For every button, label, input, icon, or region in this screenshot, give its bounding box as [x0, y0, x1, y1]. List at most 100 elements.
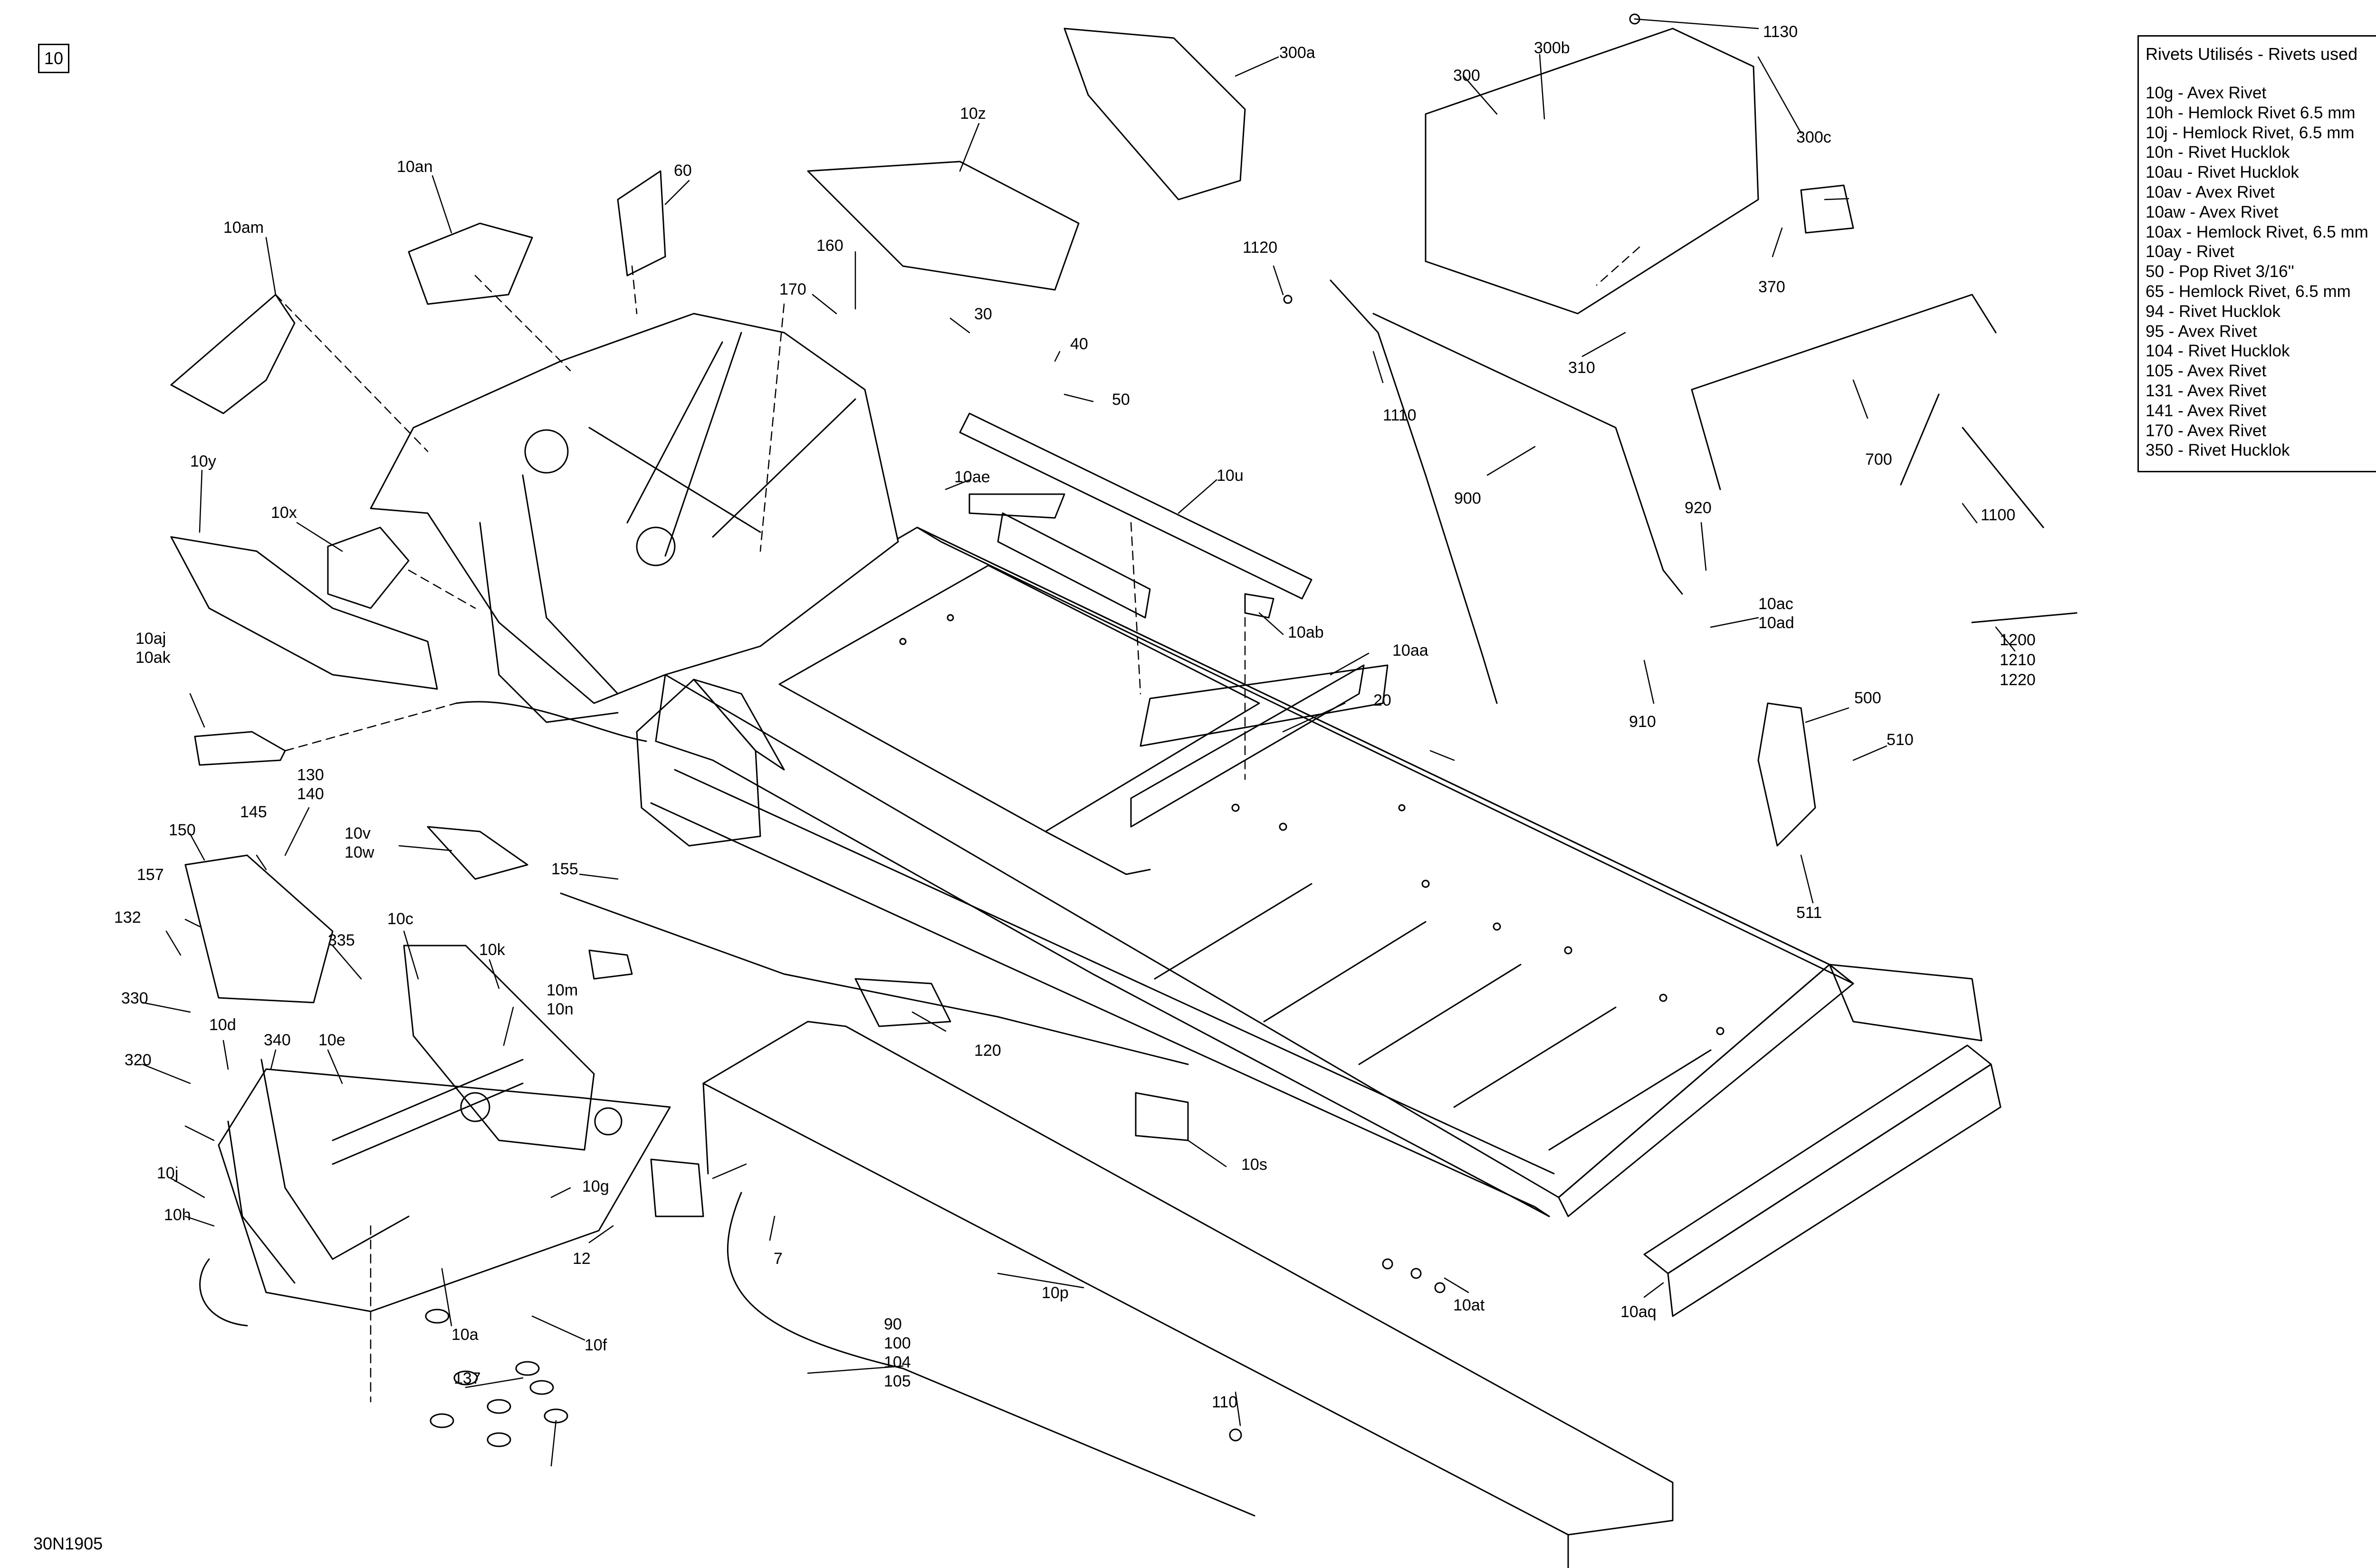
callout-label: 145	[240, 803, 267, 821]
callout-label: 120	[974, 1042, 1001, 1060]
drawing-code: 30N1905	[33, 1534, 103, 1553]
callout-label: 1100	[1981, 506, 2015, 524]
callout-label: 10an	[397, 158, 433, 176]
legend-item: 10au - Rivet Hucklok	[2146, 163, 2299, 182]
callout-label: 10n	[546, 1000, 574, 1018]
legend-item: 170 - Avex Rivet	[2146, 421, 2267, 440]
callout-label: 1130	[1763, 23, 1798, 41]
callout-label: 12	[573, 1250, 591, 1268]
legend-item: 10ay - Rivet	[2146, 242, 2234, 261]
callout-label: 130	[297, 766, 324, 784]
bracket-300a	[1063, 28, 1246, 201]
callout-label: 10c	[387, 910, 413, 928]
callout-label: 10v	[345, 824, 371, 842]
callout-label: 10z	[960, 105, 986, 123]
bracket-10y	[170, 536, 438, 690]
callout-label: 30	[974, 305, 992, 323]
callout-label: 920	[1685, 499, 1712, 517]
callout-label: 10m	[546, 981, 578, 999]
page-number-box: 10	[38, 44, 69, 73]
callout-label: 10aj	[135, 630, 166, 648]
rivets-legend: Rivets Utilisés - Rivets used 10g - Avex…	[2137, 35, 2376, 472]
callout-label: 137	[454, 1369, 481, 1387]
callout-label: 140	[297, 785, 324, 803]
callout-label: 10y	[190, 452, 216, 470]
callout-label: 1220	[2000, 671, 2036, 689]
legend-item: 10aw - Avex Rivet	[2146, 202, 2279, 221]
brackets	[170, 28, 1854, 1217]
seat-support-300	[1425, 28, 1759, 315]
bracket-10v	[427, 826, 528, 880]
bracket-10x-upper	[327, 526, 410, 609]
legend-item: 10n - Rivet Hucklok	[2146, 143, 2290, 162]
callout-label: 10f	[584, 1336, 607, 1354]
bracket-10z	[807, 161, 1080, 291]
callout-label: 300b	[1534, 39, 1570, 57]
callout-label: 10ac	[1758, 595, 1793, 613]
callout-label: 10am	[223, 219, 264, 237]
heat-shield-130	[184, 854, 334, 1004]
callout-label: 10at	[1453, 1296, 1485, 1314]
callout-label: 10x	[271, 504, 297, 522]
rear-bumper-10aq	[1643, 1044, 2002, 1317]
callout-label: 157	[137, 866, 164, 884]
callout-label: 310	[1568, 359, 1595, 377]
bracket-10aj	[194, 731, 286, 766]
legend-item: 131 - Avex Rivet	[2146, 381, 2267, 400]
legend-item: 10av - Avex Rivet	[2146, 182, 2275, 201]
bracket-10s	[1135, 1092, 1189, 1141]
legend-item: 10j - Hemlock Rivet, 6.5 mm	[2146, 123, 2355, 142]
callout-label: 160	[816, 237, 843, 255]
strut-900	[1372, 313, 1664, 571]
callout-label: 40	[1070, 335, 1088, 353]
callout-label: 90	[884, 1315, 902, 1333]
callout-label: 10ak	[135, 649, 171, 667]
callout-label: 170	[779, 280, 806, 298]
callout-label: 10ad	[1758, 614, 1794, 632]
callout-label: 500	[1854, 689, 1881, 707]
front-suspension-module	[199, 945, 671, 1327]
callout-label: 340	[264, 1031, 291, 1049]
bracket-10am	[170, 294, 296, 414]
callout-label: 910	[1629, 713, 1656, 731]
struts	[1330, 279, 2078, 704]
bracket-10an	[408, 222, 533, 305]
bracket-60-right	[1800, 184, 1854, 234]
legend-item: 10g - Avex Rivet	[2146, 84, 2267, 102]
callout-label: 10aa	[1392, 641, 1428, 660]
callout-label: 132	[114, 908, 141, 927]
callout-label: 10a	[451, 1326, 479, 1344]
callout-label: 300	[1453, 67, 1480, 85]
callout-label: 335	[328, 931, 355, 949]
callout-label: 10j	[157, 1164, 178, 1182]
legend-item: 350 - Rivet Hucklok	[2146, 441, 2290, 460]
callout-label: 1110	[1383, 406, 1417, 424]
callout-label: 110	[1212, 1393, 1237, 1411]
callout-label: 60	[674, 162, 692, 180]
bracket-500	[1757, 702, 1816, 847]
callout-label: 370	[1758, 278, 1785, 296]
running-board-10p	[702, 1021, 1674, 1568]
callout-label: 10g	[582, 1177, 609, 1195]
callout-label: 1210	[2000, 651, 2036, 669]
callout-label: 1120	[1243, 239, 1277, 257]
callout-label: 10w	[345, 843, 374, 861]
callout-label: 7	[774, 1250, 783, 1268]
callout-label: 510	[1887, 731, 1914, 749]
callout-label: 20	[1373, 691, 1391, 709]
callout-label: 150	[169, 821, 196, 839]
callout-label: 300c	[1796, 128, 1831, 146]
callout-label: 100	[884, 1334, 911, 1352]
legend-list: 10g - Avex Rivet 10h - Hemlock Rivet 6.5…	[2146, 83, 2376, 460]
callout-label: 10u	[1217, 467, 1244, 485]
callout-label: 105	[884, 1372, 911, 1390]
legend-item: 50 - Pop Rivet 3/16''	[2146, 262, 2294, 281]
bracket-120-plate	[854, 978, 951, 1027]
callout-label: 330	[121, 989, 148, 1007]
bracket-60-left	[617, 170, 666, 277]
callout-label: 300a	[1279, 44, 1315, 62]
bracket-120	[588, 949, 633, 980]
strut-700	[1691, 294, 1997, 391]
callout-label: 104	[884, 1353, 911, 1371]
